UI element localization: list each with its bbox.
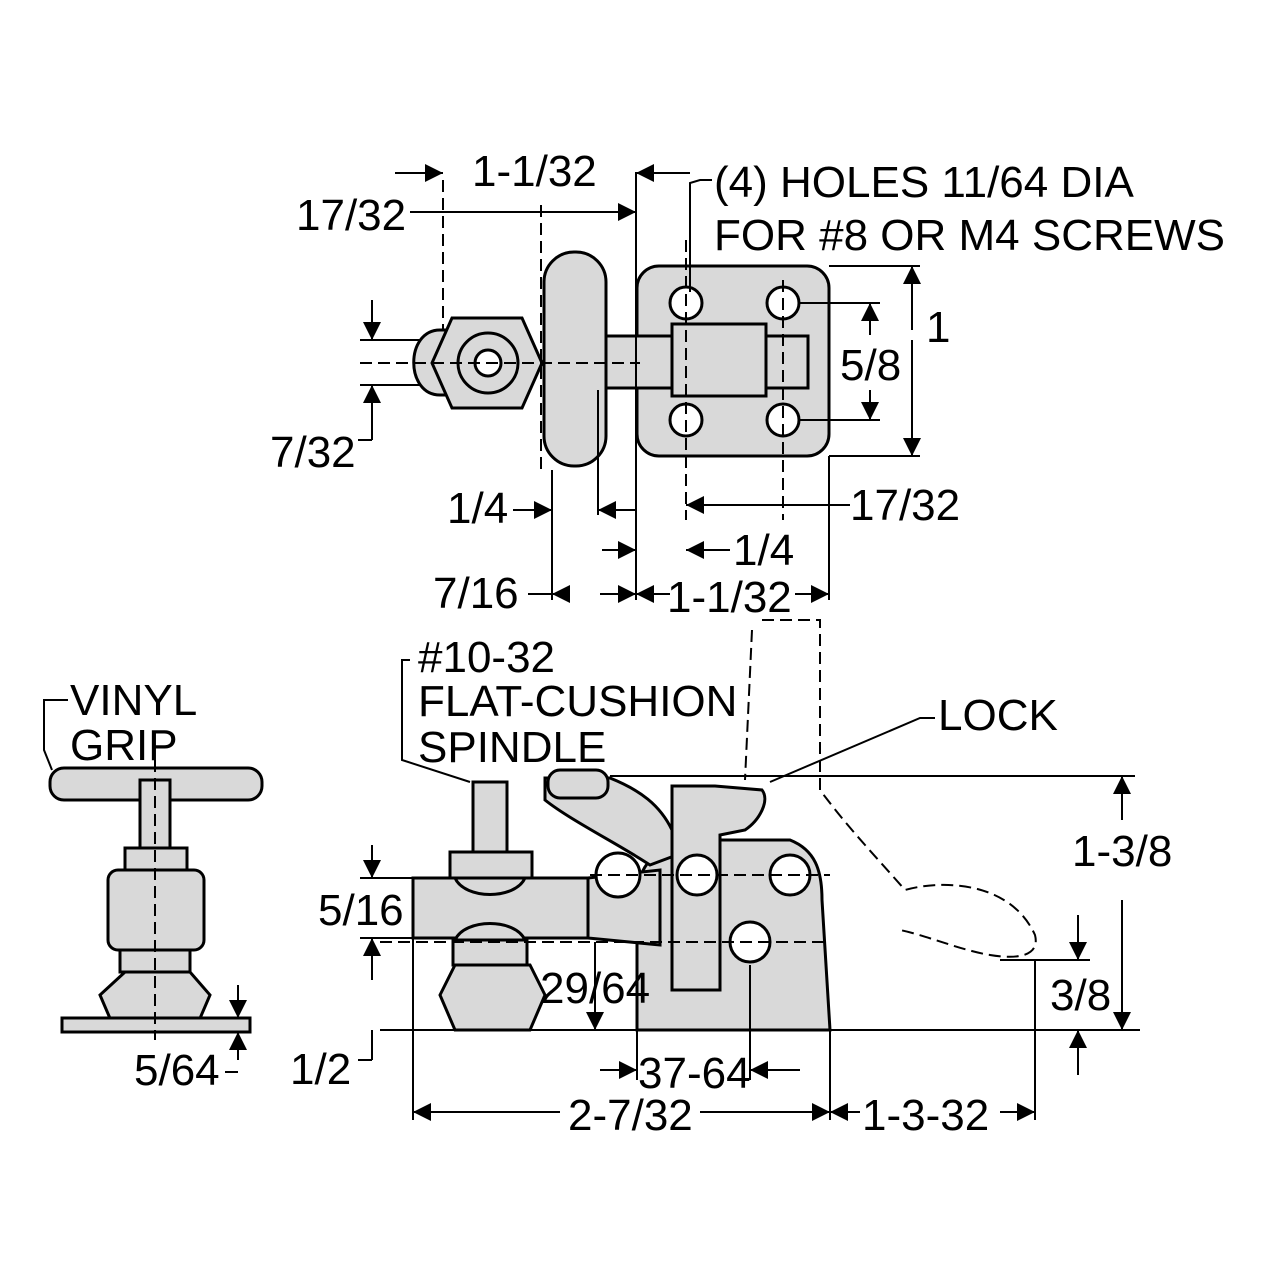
dim-1-1-32-top: 1-1/32 (472, 147, 597, 196)
dim-17-32-right: 17/32 (850, 481, 960, 530)
dim-37-64: 37-64 (638, 1049, 751, 1098)
side-lock-lever (670, 784, 767, 992)
dim-1-4-mid: 1/4 (733, 526, 794, 575)
top-view (358, 164, 921, 603)
vinyl-note-line1: VINYL (70, 676, 197, 725)
dim-3-8: 3/8 (1050, 971, 1111, 1020)
holes-note-line1: (4) HOLES 11/64 DIA (714, 158, 1134, 207)
dim-7-32: 7/32 (270, 428, 356, 477)
dim-2-7-32: 2-7/32 (568, 1091, 693, 1140)
dim-1-1-32-bottom: 1-1/32 (667, 573, 792, 622)
top-handle-grip (542, 250, 608, 468)
end-view (43, 699, 264, 1073)
top-pivot-block (670, 322, 768, 398)
dim-1: 1 (926, 303, 950, 352)
dim-5-8: 5/8 (840, 341, 901, 390)
spindle-note-line2: FLAT-CUSHION (418, 677, 737, 726)
side-top-nut (448, 850, 534, 880)
dim-29-64: 29/64 (540, 964, 650, 1013)
dim-5-16: 5/16 (318, 886, 404, 935)
dim-1-3-32: 1-3-32 (862, 1091, 989, 1140)
side-view (358, 619, 1140, 1121)
vinyl-note-line2: GRIP (70, 721, 178, 770)
dim-1-4-left: 1/4 (447, 484, 508, 533)
side-handle (543, 776, 693, 867)
dim-17-32-top: 17/32 (296, 191, 406, 240)
dim-1-2: 1/2 (290, 1045, 351, 1094)
dim-7-16: 7/16 (433, 569, 519, 618)
side-grip-pad (546, 768, 610, 800)
spindle-note-line3: SPINDLE (418, 723, 606, 772)
lock-label: LOCK (938, 691, 1058, 740)
side-spindle-foot (438, 963, 547, 1032)
dim-5-64: 5/64 (134, 1046, 220, 1095)
side-spindle-top (471, 780, 509, 854)
holes-note-line2: FOR #8 OR M4 SCREWS (714, 211, 1225, 260)
labels: 1-1/32 17/32 (4) HOLES 11/64 DIA FOR #8 … (70, 147, 1225, 1140)
dim-1-3-8: 1-3/8 (1072, 827, 1172, 876)
spindle-note-line1: #10-32 (418, 633, 555, 682)
